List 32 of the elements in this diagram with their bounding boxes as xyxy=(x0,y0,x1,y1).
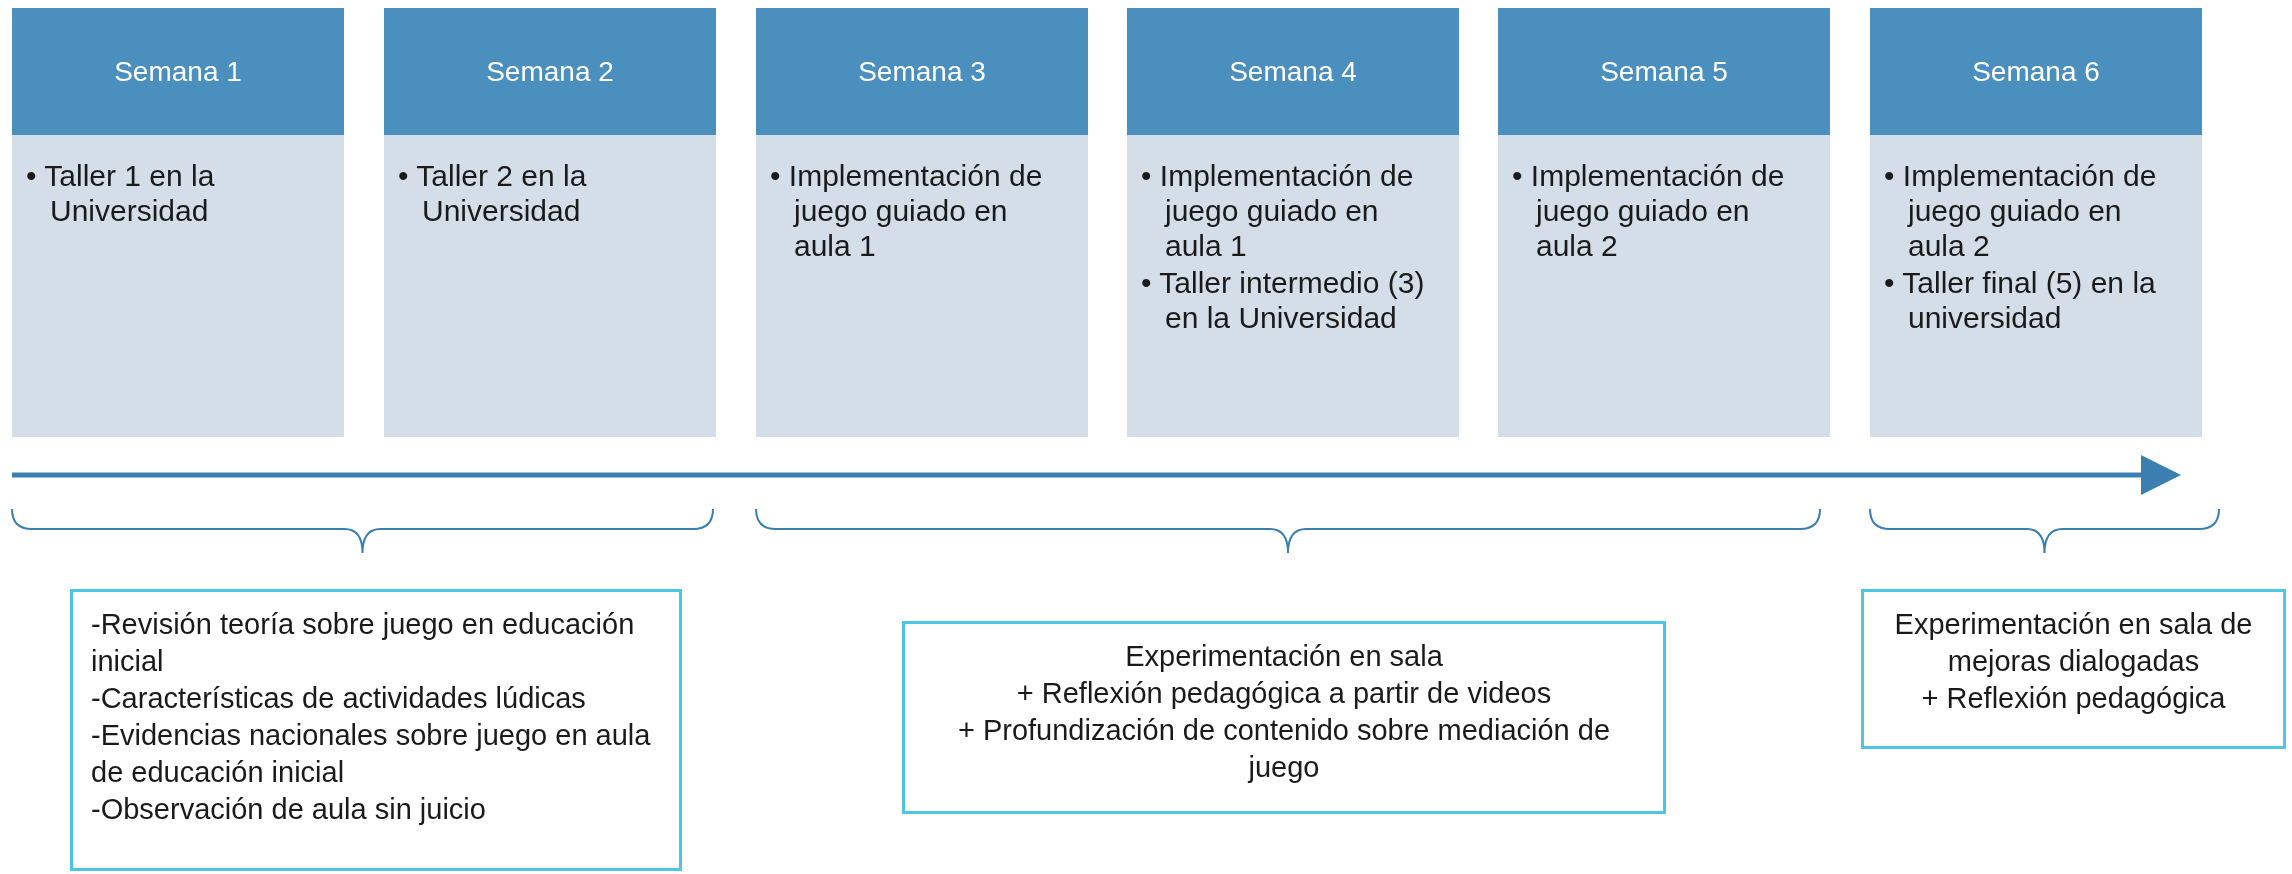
summary-line: Experimentación en sala de mejoras dialogadas xyxy=(1893,607,2254,679)
activity-item: • Implementación de juego guiado en aula 1 xyxy=(1141,158,1415,263)
week-heading: Semana 2 xyxy=(486,55,614,88)
week-column xyxy=(1498,8,1830,437)
activity-item: • Taller final (5) en la universidad xyxy=(1884,265,2157,335)
week-heading: Semana 4 xyxy=(1229,55,1357,88)
activity-item: • Implementación de juego guiado en aula 1 xyxy=(770,158,1044,263)
week-column xyxy=(1870,8,2202,437)
summary-line: + Reflexión pedagógica xyxy=(1920,681,2227,716)
summary-box xyxy=(70,589,682,871)
summary-line: -Características de actividades lúdicas xyxy=(91,681,587,716)
activity-item: • Implementación de juego guiado en aula 2 xyxy=(1512,158,1786,263)
summary-line: -Evidencias nacionales sobre juego en aula de educación inicial xyxy=(91,718,652,790)
week-heading: Semana 3 xyxy=(858,55,986,88)
week-heading: Semana 1 xyxy=(114,55,242,88)
week-column xyxy=(12,8,344,437)
summary-line: -Revisión teoría sobre juego en educación inicial xyxy=(91,607,636,679)
summary-line: + Reflexión pedagógica a partir de videos xyxy=(1015,676,1553,711)
summary-line: -Observación de aula sin juicio xyxy=(91,792,487,827)
activity-item: • Taller 1 en la Universidad xyxy=(26,158,216,228)
week-column xyxy=(1127,8,1459,437)
activity-item: • Taller intermedio (3) en la Universidad xyxy=(1141,265,1426,335)
summary-box xyxy=(1861,589,2286,749)
activity-item: • Implementación de juego guiado en aula 2 xyxy=(1884,158,2158,263)
activity-item: • Taller 2 en la Universidad xyxy=(398,158,588,228)
summary-box xyxy=(902,621,1666,814)
summary-line: Experimentación en sala xyxy=(1124,639,1444,674)
week-heading: Semana 6 xyxy=(1972,55,2100,88)
week-column xyxy=(756,8,1088,437)
week-column xyxy=(384,8,716,437)
week-heading: Semana 5 xyxy=(1600,55,1728,88)
summary-line: + Profundización de contenido sobre mediación de juego xyxy=(956,713,1612,785)
